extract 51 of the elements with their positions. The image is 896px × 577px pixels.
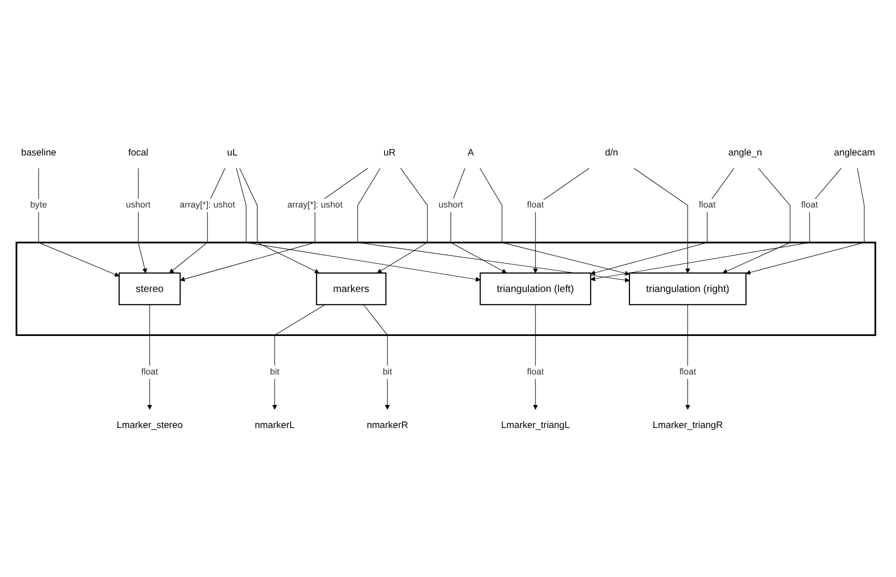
node-text: d/n bbox=[605, 147, 618, 158]
arrow bbox=[590, 168, 842, 281]
arrow bbox=[236, 168, 480, 282]
edge-label: float bbox=[801, 200, 818, 210]
arrow bbox=[746, 168, 864, 274]
node-box: triangulation (right) bbox=[628, 272, 747, 305]
arrow bbox=[169, 168, 226, 273]
arrow bbox=[590, 168, 734, 275]
edge-label: float bbox=[698, 200, 716, 210]
edge-label: float bbox=[527, 366, 544, 376]
arrow bbox=[376, 168, 428, 273]
arrow bbox=[363, 304, 390, 410]
arrow bbox=[634, 168, 690, 273]
edge-label: array[*]: ushot bbox=[287, 200, 343, 210]
node-text: nmarkerL bbox=[254, 419, 295, 430]
node-text: angle_n bbox=[728, 147, 762, 158]
arrow bbox=[533, 304, 538, 410]
node-text: uR bbox=[384, 147, 396, 158]
node-text: nmarkerR bbox=[366, 419, 408, 430]
edge-label: bit bbox=[270, 366, 280, 376]
arrow bbox=[38, 168, 120, 276]
arrow bbox=[180, 168, 368, 282]
arrow bbox=[147, 304, 152, 410]
edge-label: array[*]: ushot bbox=[180, 200, 236, 210]
edge-label: float bbox=[527, 200, 544, 210]
edge-label: bit bbox=[382, 366, 392, 376]
node-text: Lmarker_triangL bbox=[501, 419, 570, 430]
arrow bbox=[239, 168, 320, 273]
node-box: stereo bbox=[118, 272, 181, 305]
edge-label: float bbox=[141, 366, 158, 376]
node-text: anglecam bbox=[834, 147, 875, 158]
edge-label: ushort bbox=[438, 200, 464, 210]
arrow bbox=[685, 304, 690, 410]
node-text: uL bbox=[227, 147, 238, 158]
arrow bbox=[272, 304, 326, 410]
arrow bbox=[357, 168, 630, 282]
node-text: A bbox=[468, 147, 474, 158]
edge-label: byte bbox=[30, 200, 48, 210]
cluster bbox=[16, 241, 876, 336]
node-text: baseline bbox=[21, 147, 56, 158]
node-box: triangulation (left) bbox=[480, 272, 592, 305]
arrow bbox=[722, 168, 790, 274]
arrow bbox=[480, 168, 630, 276]
node-text: focal bbox=[128, 147, 148, 158]
edge-label: float bbox=[679, 366, 696, 376]
node-text: Lmarker_stereo bbox=[116, 419, 183, 430]
edge-label: ushort bbox=[126, 200, 151, 210]
arrow bbox=[533, 168, 590, 273]
node-text: Lmarker_triangR bbox=[652, 419, 723, 430]
arrow bbox=[450, 168, 507, 273]
node-box: markers bbox=[316, 272, 386, 305]
